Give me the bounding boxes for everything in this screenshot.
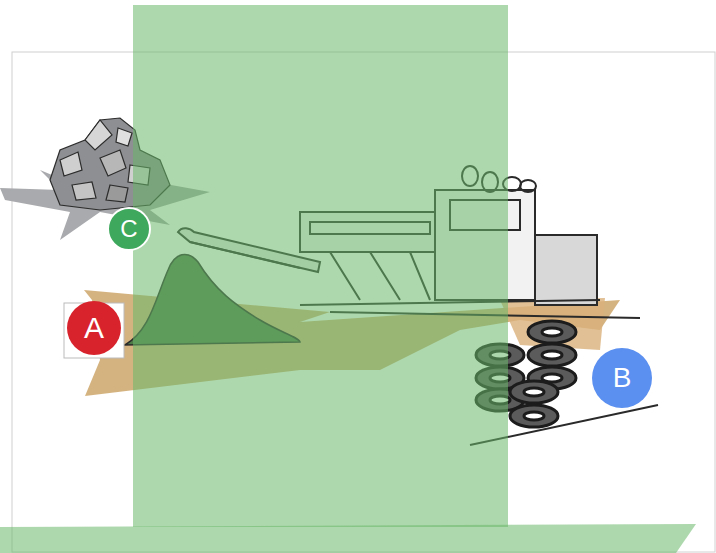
bottom-band xyxy=(0,524,696,553)
callout-circle: A xyxy=(67,301,121,355)
callout-letter: B xyxy=(613,364,632,392)
callout-letter: C xyxy=(120,217,137,241)
callout-circle: B xyxy=(592,348,652,408)
callout-circle: C xyxy=(107,207,151,251)
highlight-band xyxy=(133,5,508,527)
callout-letter: A xyxy=(84,313,104,343)
